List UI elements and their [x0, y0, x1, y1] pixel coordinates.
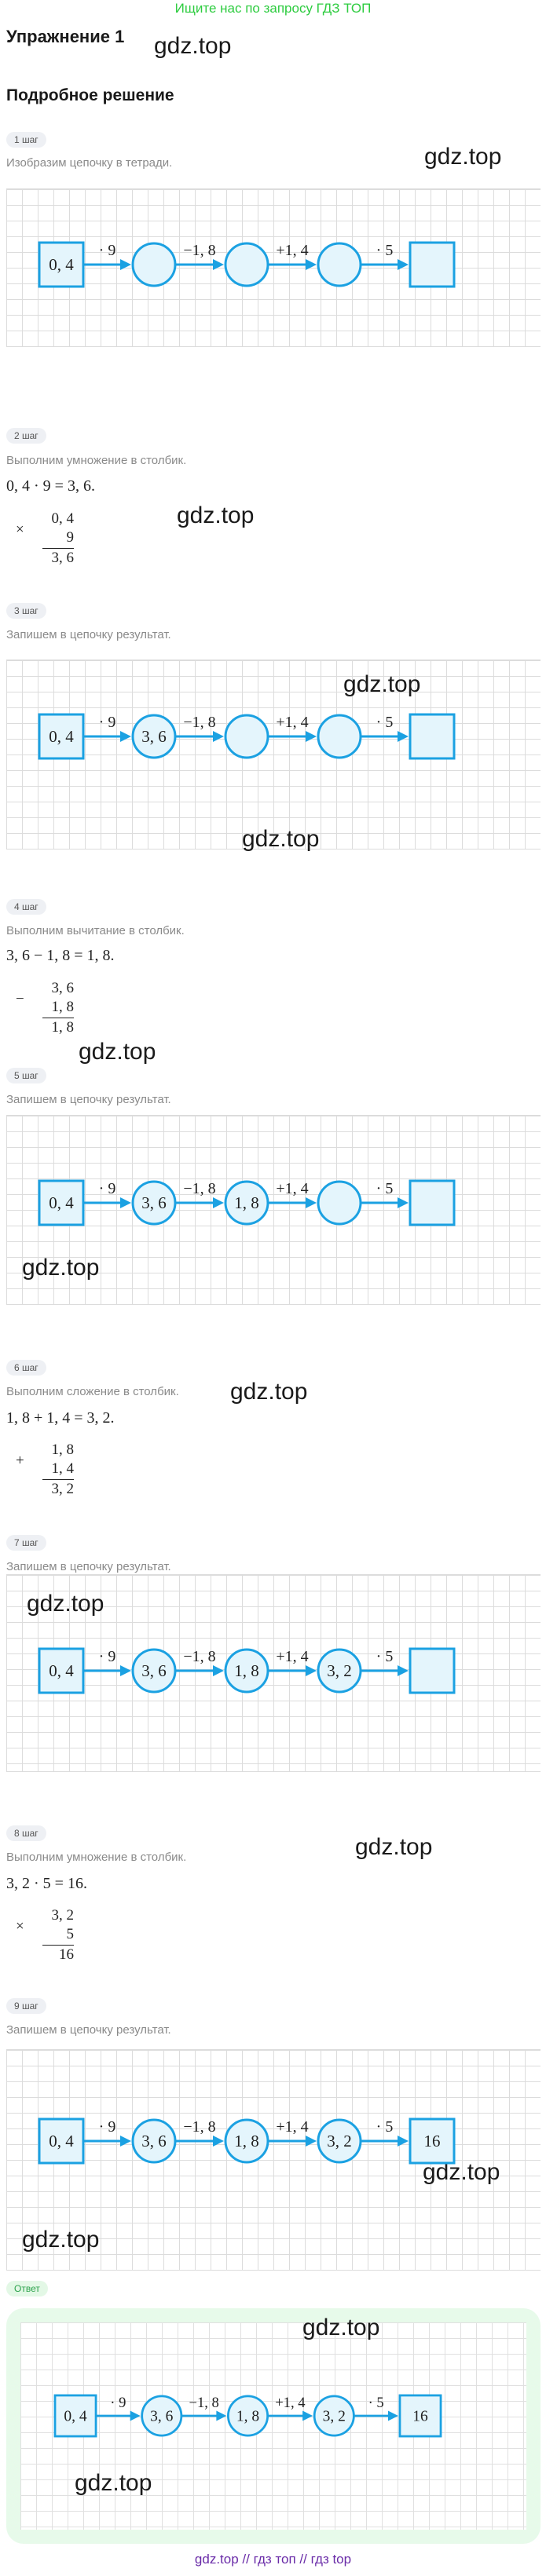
column-divider — [42, 1479, 74, 1480]
step-description: Изобразим цепочку в тетради. — [6, 156, 173, 170]
step-description: Запишем в цепочку результат. — [6, 628, 171, 641]
step-pill: 7 шаг — [6, 1535, 46, 1551]
watermark: gdz.top — [424, 144, 502, 170]
step-label: 7 шаг — [6, 1535, 46, 1551]
watermark: gdz.top — [22, 1255, 100, 1281]
step-label: 3 шаг — [6, 603, 46, 619]
watermark: gdz.top — [22, 2227, 100, 2253]
step-pill: 6 шаг — [6, 1360, 46, 1376]
step-pill: 4 шаг — [6, 899, 46, 915]
step-label: 4 шаг — [6, 899, 46, 915]
column-top: 3, 6 — [51, 980, 75, 996]
step-description: Выполним вычитание в столбик. — [6, 924, 185, 937]
grid-area — [6, 660, 541, 850]
column-result: 1, 8 — [51, 1019, 75, 1036]
column-bottom: 9 — [66, 529, 75, 546]
footer-links[interactable]: gdz.top // гдз топ // гдз top — [194, 2552, 352, 2567]
watermark: gdz.top — [79, 1039, 156, 1065]
column-result: 3, 6 — [51, 550, 75, 566]
column-sign: × — [16, 1918, 24, 1935]
step-label: 8 шаг — [6, 1825, 46, 1841]
watermark: gdz.top — [27, 1591, 104, 1617]
search-banner[interactable]: Ищите нас по запросу ГДЗ ТОП — [174, 1, 372, 16]
step-description: Выполним сложение в столбик. — [6, 1385, 179, 1398]
step-pill: 8 шаг — [6, 1825, 46, 1841]
column-sign: + — [16, 1452, 24, 1469]
page-title: Упражнение 1 — [6, 27, 125, 46]
step-description: Выполним умножение в столбик. — [6, 1851, 187, 1864]
watermark: gdz.top — [154, 33, 232, 59]
step-description: Запишем в цепочку результат. — [6, 2023, 171, 2037]
column-top: 3, 2 — [51, 1907, 75, 1924]
column-top: 0, 4 — [51, 510, 75, 527]
grid-area — [6, 2049, 541, 2271]
watermark: gdz.top — [355, 1834, 433, 1860]
column-top: 1, 8 — [51, 1441, 75, 1458]
answer-pill: Ответ — [6, 2281, 48, 2296]
column-divider — [42, 1945, 74, 1946]
column-result: 16 — [59, 1946, 74, 1963]
column-bottom: 1, 8 — [51, 999, 75, 1015]
step-label: 2 шаг — [6, 428, 46, 444]
watermark: gdz.top — [75, 2470, 152, 2496]
equation: 0, 4 · 9 = 3, 6. — [6, 477, 95, 495]
column-divider — [42, 548, 74, 549]
watermark: gdz.top — [423, 2159, 500, 2185]
step-pill: 2 шаг — [6, 428, 46, 444]
step-pill: 1 шаг — [6, 132, 46, 148]
equation: 1, 8 + 1, 4 = 3, 2. — [6, 1409, 115, 1427]
section-title: Подробное решение — [6, 86, 174, 104]
step-description: Запишем в цепочку результат. — [6, 1093, 171, 1106]
column-bottom: 5 — [66, 1926, 75, 1942]
watermark: gdz.top — [242, 826, 320, 852]
step-description: Запишем в цепочку результат. — [6, 1560, 171, 1573]
watermark: gdz.top — [302, 2315, 380, 2340]
step-label: 1 шаг — [6, 132, 46, 148]
answer-box — [6, 2308, 541, 2544]
step-label: 5 шаг — [6, 1068, 46, 1083]
watermark: gdz.top — [343, 671, 421, 697]
step-pill: 5 шаг — [6, 1068, 46, 1083]
step-description: Выполним умножение в столбик. — [6, 454, 187, 467]
column-calculation: + 1, 8 1, 4 3, 2 — [11, 1441, 74, 1506]
step-label: 9 шаг — [6, 1998, 46, 2014]
step-label: 6 шаг — [6, 1360, 46, 1376]
column-sign: × — [16, 521, 24, 538]
watermark: gdz.top — [177, 502, 255, 528]
column-calculation: × 3, 2 5 16 — [11, 1907, 74, 1971]
column-calculation: − 3, 6 1, 8 1, 8 — [11, 980, 74, 1044]
answer-label: Ответ — [6, 2281, 48, 2296]
equation: 3, 6 − 1, 8 = 1, 8. — [6, 947, 115, 964]
step-pill: 3 шаг — [6, 603, 46, 619]
answer-grid — [20, 2322, 526, 2530]
column-calculation: × 0, 4 9 3, 6 — [11, 510, 74, 575]
step-pill: 9 шаг — [6, 1998, 46, 2014]
column-result: 3, 2 — [51, 1481, 75, 1497]
equation: 3, 2 · 5 = 16. — [6, 1875, 87, 1892]
watermark: gdz.top — [230, 1379, 308, 1405]
column-sign: − — [16, 991, 24, 1007]
column-bottom: 1, 4 — [51, 1460, 75, 1477]
